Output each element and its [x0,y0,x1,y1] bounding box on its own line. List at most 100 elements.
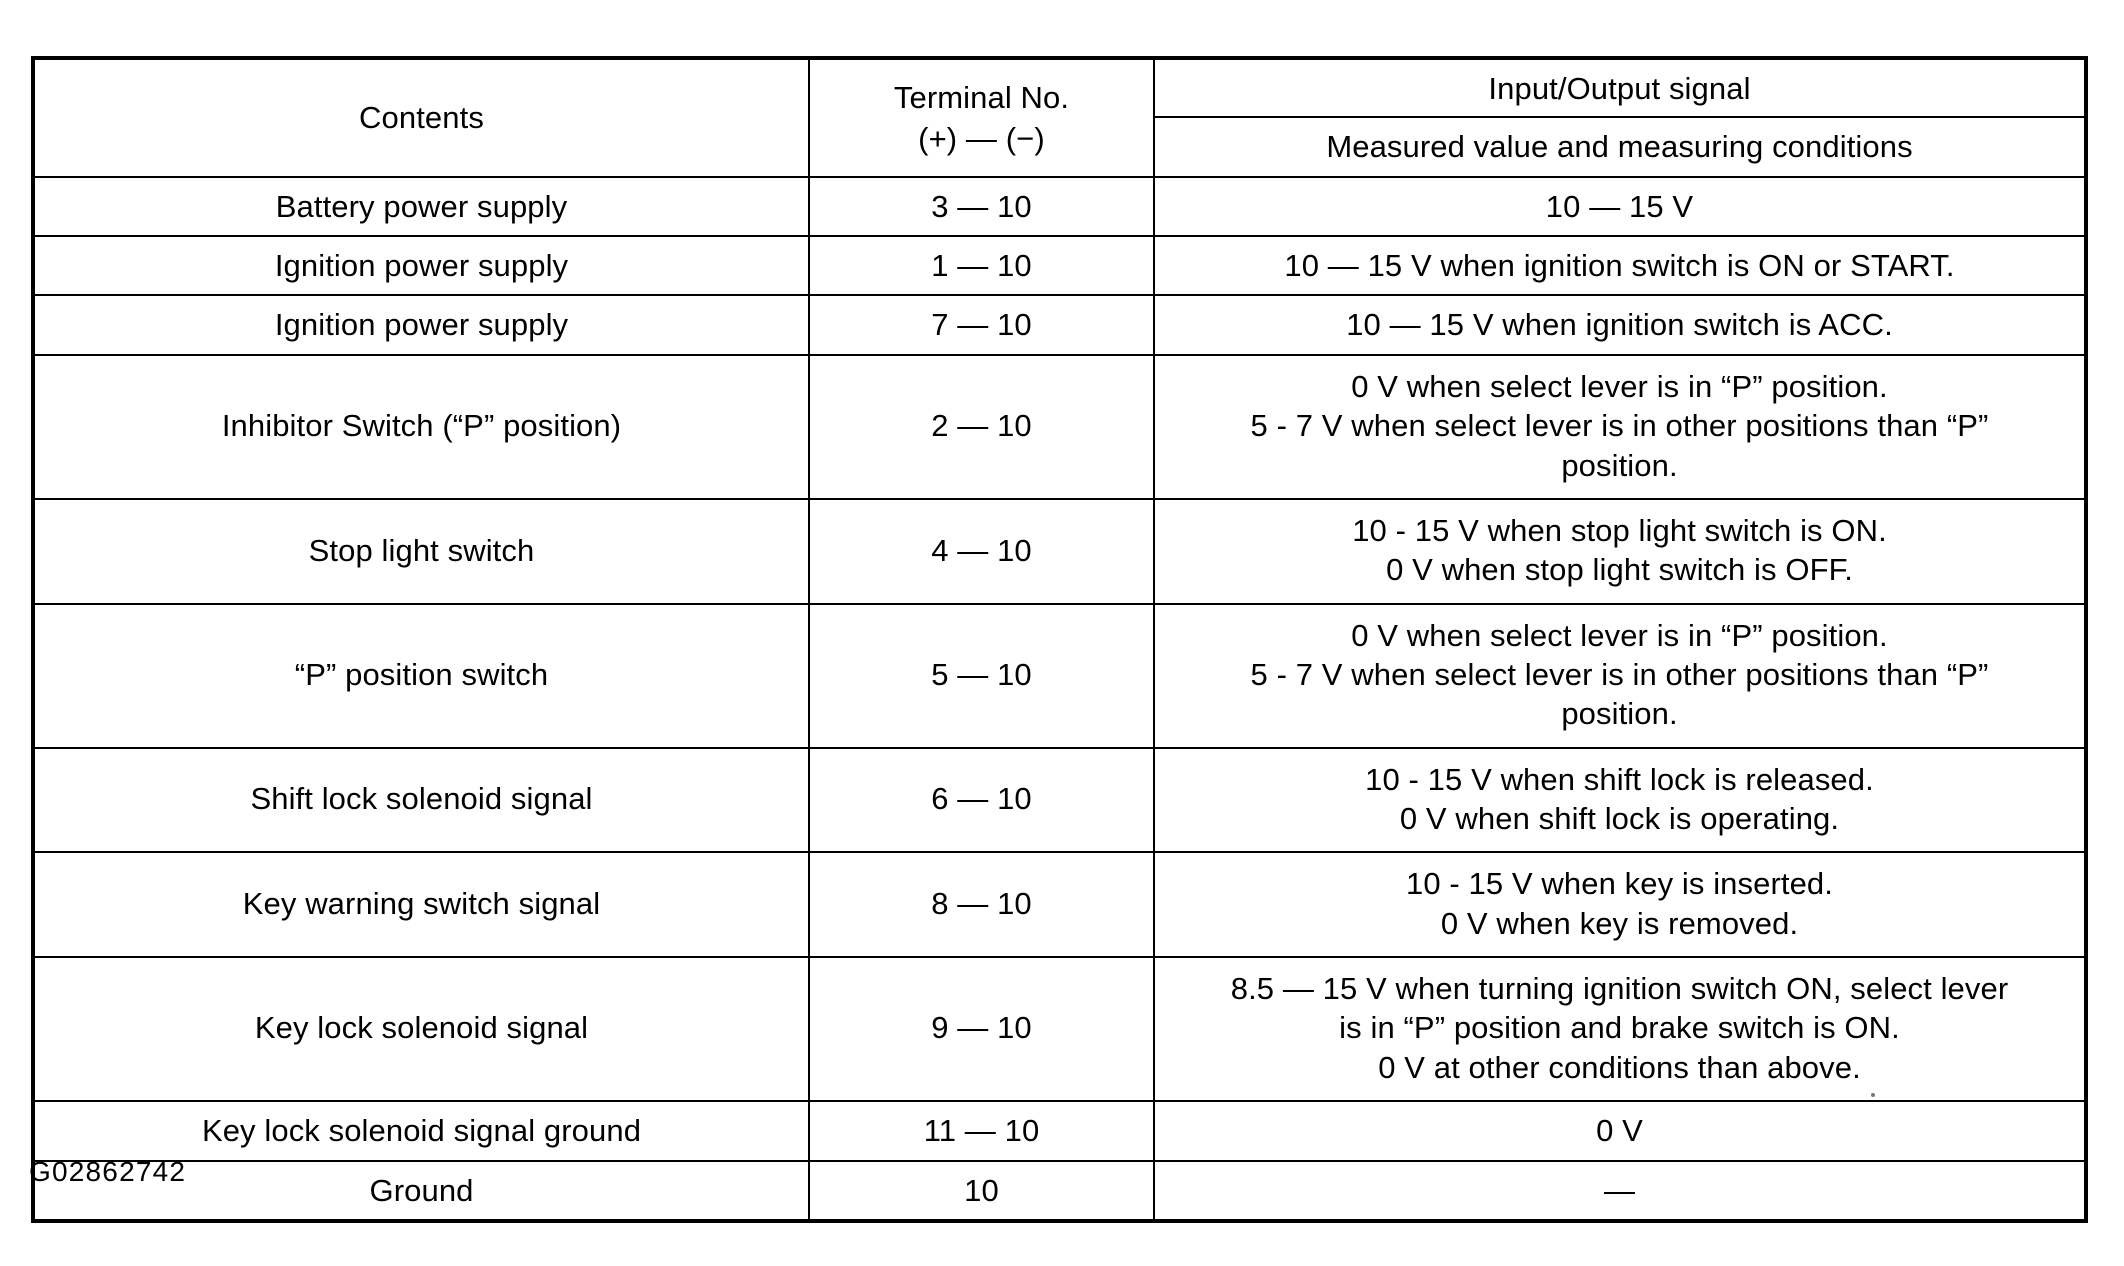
cell-terminal-no: 1 — 10 [808,235,1155,297]
contents-text: Ignition power supply [274,307,569,343]
terminal-text: 7 — 10 [931,307,1032,343]
table-row: Ignition power supply 1 — 10 10 — 15 V whe… [32,235,2087,297]
signal-text-wrap: 10 — 15 V when ignition switch is ON or … [1155,237,2084,294]
signal-line: 10 - 15 V when stop light switch is ON. [1352,512,1887,548]
signal-line: 0 V when select lever is in “P” position… [1351,617,1888,653]
signal-line: position. [1561,696,1678,732]
header-contents-label: Contents [359,100,484,136]
cell-contents: Key lock solenoid signal [32,956,810,1103]
signal-line: position. [1561,447,1678,483]
terminal-text: 11 — 10 [923,1113,1040,1149]
cell-terminal-no: 11 — 10 [808,1100,1155,1162]
cell-signal: 10 — 15 V [1153,175,2087,238]
cell-signal: 0 V when select lever is in “P” position… [1153,353,2087,500]
table-header: Contents Terminal No. (+) — (−) Input/Ou… [32,56,2087,178]
signal-text-wrap: 0 V when select lever is in “P” position… [1155,356,2084,498]
header-io-signal-label: Input/Output signal [1488,71,1751,106]
signal-line: 10 — 15 V when ignition switch is ON or … [1284,248,1955,284]
cell-terminal-no: 5 — 10 [808,602,1155,749]
cell-contents: Stop light switch [32,497,810,605]
signal-line: 10 — 15 V when ignition switch is ACC. [1346,307,1893,343]
terminal-text: 5 — 10 [931,656,1032,692]
cell-signal: 0 V [1153,1100,2087,1162]
signal-line: is in “P” position and brake switch is O… [1339,1010,1900,1046]
signal-text-wrap: — [1155,1162,2084,1219]
cell-terminal-no: 6 — 10 [808,746,1155,854]
table-row: Inhibitor Switch (“P” position) 2 — 10 0 V… [32,353,2087,500]
signal-line: 0 V when select lever is in “P” position… [1351,368,1888,404]
cell-contents: Battery power supply [32,175,810,238]
terminal-text: 8 — 10 [931,886,1032,922]
signal-text-wrap: 0 V when select lever is in “P” position… [1155,605,2084,747]
signal-line: 5 - 7 V when select lever is in other po… [1250,408,1989,444]
signal-text-wrap: 0 V [1155,1102,2084,1159]
contents-text: Shift lock solenoid signal [250,781,593,817]
header-row-top: Contents Terminal No. (+) — (−) Input/Ou… [32,56,2087,178]
cell-terminal-no: 2 — 10 [808,353,1155,500]
table-body: Battery power supply 3 — 10 10 — 15 V Ignit… [32,175,2087,1222]
signal-text-wrap: 10 — 15 V [1155,178,2084,235]
table-row: Key lock solenoid signal 9 — 10 8.5 — 15 V… [32,956,2087,1103]
table-row: Key warning switch signal 8 — 10 10 - 15 V… [32,851,2087,959]
figure-id: G02862742 [29,1156,187,1187]
contents-text: Key warning switch signal [242,886,601,922]
signal-text-wrap: 10 - 15 V when key is inserted.0 V when … [1155,853,2084,956]
contents-text: “P” position switch [294,656,549,692]
cell-signal: 10 - 15 V when key is inserted.0 V when … [1153,851,2087,959]
cell-contents: Key warning switch signal [32,851,810,959]
table-row: Shift lock solenoid signal 6 — 10 10 - 15 … [32,746,2087,854]
cell-contents: “P” position switch [32,602,810,749]
cell-contents: Key lock solenoid signal ground [32,1100,810,1162]
cell-contents: Inhibitor Switch (“P” position) [32,353,810,500]
contents-text: Key lock solenoid signal ground [201,1113,642,1149]
signal-text-wrap: 10 — 15 V when ignition switch is ACC. [1155,296,2084,353]
cell-contents: Shift lock solenoid signal [32,746,810,854]
contents-text: Key lock solenoid signal [254,1010,589,1046]
table-row: Ground 10 — [32,1159,2087,1222]
signal-line: 0 V at other conditions than above. [1378,1049,1861,1085]
signal-line: 0 V when key is removed. [1440,905,1799,941]
header-terminal-wrap: Terminal No. (+) — (−) [810,71,1153,166]
signal-text-wrap: 8.5 — 15 V when turning ignition switch … [1155,958,2084,1100]
signal-line: 0 V when shift lock is operating. [1399,801,1840,837]
terminal-text: 10 [964,1172,999,1208]
terminal-text: 1 — 10 [931,248,1032,284]
signal-line: 10 — 15 V [1545,188,1694,224]
contents-text: Inhibitor Switch (“P” position) [221,408,622,444]
table-row: Key lock solenoid signal ground 11 — 10 0 … [32,1100,2087,1162]
terminal-text: 3 — 10 [931,188,1032,224]
table-row: “P” position switch 5 — 10 0 V when select… [32,602,2087,749]
cell-terminal-no: 4 — 10 [808,497,1155,605]
signal-line: 10 - 15 V when key is inserted. [1406,866,1833,902]
header-row-sub: Measured value and measuring conditions [33,116,2087,178]
cell-terminal-no: 3 — 10 [808,175,1155,238]
cell-signal: 10 — 15 V when ignition switch is ACC. [1153,294,2087,356]
table-row: Battery power supply 3 — 10 10 — 15 V [32,175,2087,238]
signal-text-wrap: 10 - 15 V when stop light switch is ON. 0… [1155,500,2084,603]
contents-text: Ground [369,1172,474,1208]
signal-line: 5 - 7 V when select lever is in other po… [1250,656,1989,692]
cell-contents: Ground [32,1159,810,1222]
header-contents: Contents [32,57,810,178]
cell-signal: 0 V when select lever is in “P” position… [1153,602,2087,749]
header-terminal-polarity: (+) — (−) [918,120,1045,156]
cell-terminal-no: 8 — 10 [808,851,1155,959]
cell-signal: 10 — 15 V when ignition switch is ON or … [1153,235,2087,297]
terminal-text: 6 — 10 [931,781,1032,817]
cell-contents: Ignition power supply [32,235,810,297]
terminal-text: 9 — 10 [931,1010,1032,1046]
contents-text: Ignition power supply [274,248,569,284]
signal-line: 10 - 15 V when shift lock is released. [1365,761,1874,797]
contents-text: Battery power supply [275,188,568,224]
cell-signal: 10 - 15 V when shift lock is released. 0 … [1153,746,2087,854]
signal-line: 0 V [1596,1113,1643,1149]
scan-speck [1871,1093,1875,1097]
signal-line: 0 V when stop light switch is OFF. [1386,552,1853,588]
header-measured-value: Measured value and measuring conditions [1153,116,2087,178]
table-row: Ignition power supply 7 — 10 10 — 15 V whe… [32,294,2087,356]
header-io-signal: Input/Output signal [1153,56,2087,119]
header-measured-value-label: Measured value and measuring conditions [1326,129,1913,165]
contents-text: Stop light switch [308,532,535,568]
